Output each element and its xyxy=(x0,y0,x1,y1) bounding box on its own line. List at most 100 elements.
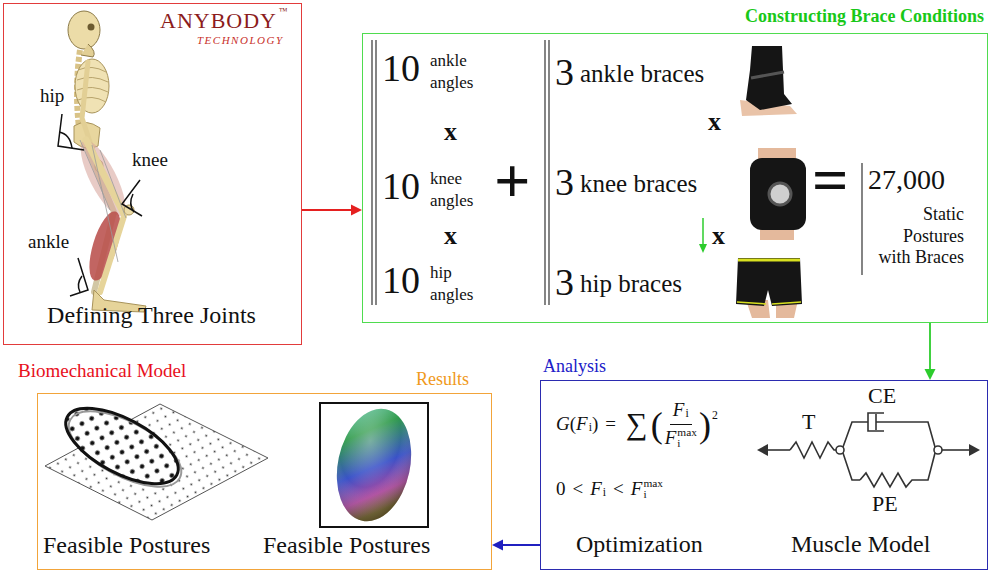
factor-name: hip angles xyxy=(430,262,486,306)
index-stack: maxi xyxy=(677,427,697,450)
times-sign: x xyxy=(444,222,457,251)
count-number: 10 xyxy=(382,166,420,208)
joint-angle-marks-part xyxy=(78,276,82,292)
feasible-posture-plane-part xyxy=(40,400,272,524)
analysis-panel: AnalysisOptimizationMuscle Model xyxy=(540,380,988,570)
formula-symbol: ) xyxy=(699,407,711,443)
joint-name: knee xyxy=(132,150,168,171)
muscle-model-symbol-part xyxy=(836,446,844,454)
count-number: 3 xyxy=(555,52,574,94)
muscle-model-symbol-part xyxy=(843,453,860,480)
skeleton-figure-part xyxy=(68,11,100,49)
feasible-posture-plane-part xyxy=(58,396,193,502)
factor-name: ankle angles xyxy=(430,50,486,94)
panel-caption: Optimization xyxy=(576,531,703,559)
panel-caption: Feasible Postures xyxy=(263,532,430,560)
arrow-head xyxy=(492,540,503,551)
skeleton-figure-part xyxy=(72,135,133,222)
fraction: FiFmaxi xyxy=(665,400,697,450)
panel-heading: Results xyxy=(416,369,469,390)
skeleton-figure-part xyxy=(75,59,109,113)
ankle-brace-picture-part xyxy=(751,72,784,78)
feasible-posture-plane-part xyxy=(40,400,272,524)
flow-arrow xyxy=(302,205,362,216)
count-number: 3 xyxy=(555,162,574,204)
arrow-line xyxy=(302,209,351,211)
formula-symbol: < xyxy=(613,479,624,500)
result-text: Static Postures with Braces xyxy=(868,204,964,269)
muscle-model-symbol-part xyxy=(757,444,768,456)
joint-angle-marks-part xyxy=(131,194,134,212)
formula-symbol: 2 xyxy=(712,410,718,423)
fraction-numerator: Fi xyxy=(670,400,692,425)
skeleton-figure-part xyxy=(77,67,108,102)
feasible-posture-plane xyxy=(40,393,272,524)
muscle-model-symbol xyxy=(757,413,980,487)
feasible-posture-ellipsoid-part xyxy=(327,402,421,528)
constraint-formula: 0<Fi<Fmaxi xyxy=(556,478,663,501)
formula-symbol: ) xyxy=(592,414,598,435)
muscle-model-symbol-part xyxy=(876,414,935,447)
formula-symbol: i xyxy=(603,487,606,500)
arrow-head xyxy=(925,369,936,380)
knee-brace-picture-part xyxy=(769,183,791,205)
formula-symbol: F xyxy=(665,428,677,449)
joint-name: ankle xyxy=(28,232,69,253)
knee-brace-picture xyxy=(750,148,806,240)
feasible-posture-ellipsoid-part xyxy=(327,402,421,528)
panel-heading: Constructing Brace Conditions xyxy=(745,6,984,27)
formula-symbol: F xyxy=(576,414,588,435)
skeleton-figure-part xyxy=(81,44,94,57)
muscle-model-symbol-part xyxy=(860,453,935,487)
formula-symbol: i xyxy=(589,422,592,435)
logo-subtext: TECHNOLOGY xyxy=(197,34,284,46)
formula-symbol: max xyxy=(643,478,663,489)
skeleton-figure-part xyxy=(80,140,126,262)
panel-caption: Feasible Postures xyxy=(43,532,210,560)
muscle-model-symbol-part xyxy=(969,444,980,456)
muscle-model-symbol-part xyxy=(934,446,942,454)
muscle-model-symbol-part xyxy=(942,449,970,451)
flow-arrow xyxy=(492,540,540,551)
count-number: 10 xyxy=(382,260,420,302)
formula-symbol: i xyxy=(685,408,688,421)
arrow-line xyxy=(503,544,540,546)
times-sign: x xyxy=(712,222,725,251)
formula-symbol: 0 xyxy=(556,479,566,500)
panel-heading: Analysis xyxy=(543,356,606,377)
hip-brace-picture-part xyxy=(737,302,801,304)
count-number: 3 xyxy=(555,262,574,304)
joint-angle-marks-part xyxy=(122,180,142,216)
joint-angle-marks xyxy=(58,114,142,296)
feasible-posture-ellipsoid xyxy=(320,402,428,528)
hip-brace-picture xyxy=(736,258,802,318)
formula-symbol: G xyxy=(556,414,570,435)
formula-symbol: max xyxy=(677,427,697,438)
fraction-denominator: Fmaxi xyxy=(665,425,697,450)
arrow-head xyxy=(351,205,362,216)
panel-caption: Defining Three Joints xyxy=(47,302,256,330)
feasible-posture-plane-part xyxy=(40,400,272,524)
result-number: 27,000 xyxy=(868,165,945,196)
muscle-model-symbol-part xyxy=(843,422,868,447)
formula-symbol: F xyxy=(631,479,643,500)
formula-symbol: ( xyxy=(651,407,663,443)
feasible-posture-plane-part xyxy=(55,393,190,499)
small-down-arrow xyxy=(699,218,707,253)
logo-text: ANYBODY xyxy=(160,9,277,33)
equals-sign: = xyxy=(812,146,848,216)
formula-symbol: F xyxy=(590,479,602,500)
times-sign: x xyxy=(444,118,457,147)
factor-name: knee braces xyxy=(580,170,697,198)
trademark: ™ xyxy=(279,7,288,17)
formula-symbol: i xyxy=(677,438,680,449)
plus-sign: + xyxy=(494,146,530,216)
joint-angle-marks-part xyxy=(70,258,88,296)
formula-symbol: F xyxy=(673,400,685,421)
formula-symbol: = xyxy=(605,414,616,435)
formula-symbol: ∑ xyxy=(626,408,648,441)
formula-symbol: < xyxy=(573,479,584,500)
results-panel: ResultsFeasible PosturesFeasible Posture… xyxy=(37,393,492,570)
small-down-arrow-part xyxy=(702,218,704,246)
